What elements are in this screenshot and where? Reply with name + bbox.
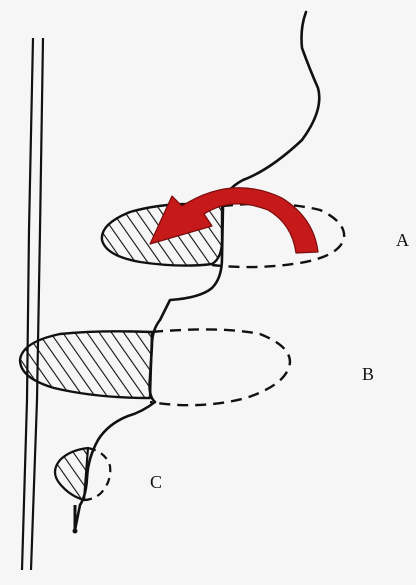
label-b: B [362, 364, 374, 384]
label-c: C [150, 472, 162, 492]
label-a: A [396, 230, 409, 250]
